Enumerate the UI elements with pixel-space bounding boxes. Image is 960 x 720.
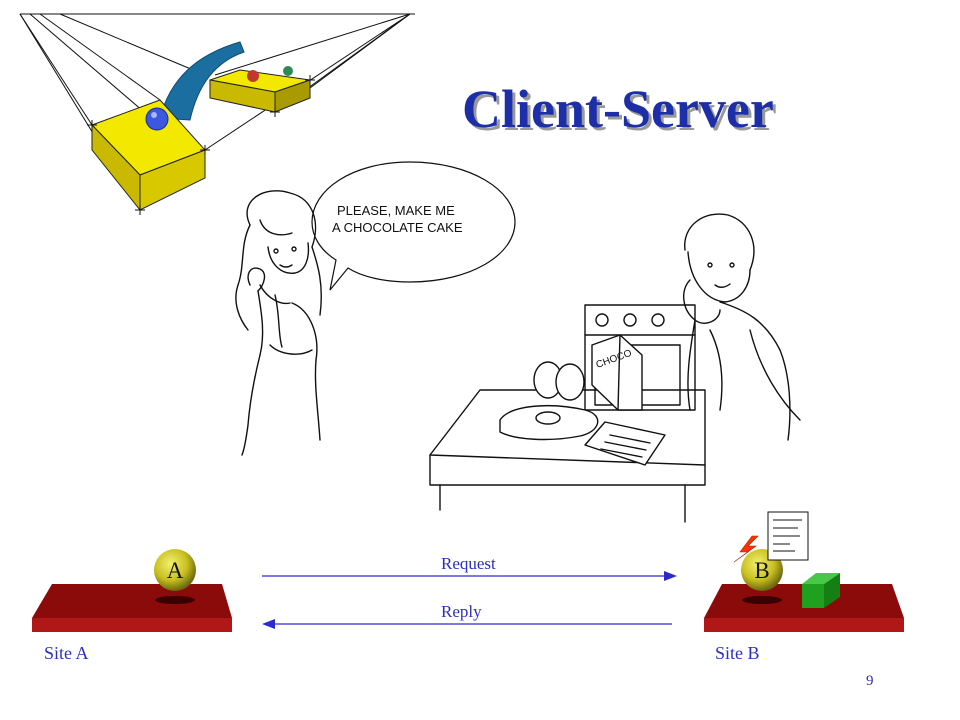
lightning-icon bbox=[733, 535, 759, 563]
request-label: Request bbox=[441, 554, 496, 573]
node-b-letter: B bbox=[754, 558, 769, 583]
node-a-letter: A bbox=[167, 558, 184, 583]
document-icon bbox=[767, 511, 809, 561]
site-a-platform bbox=[32, 584, 232, 632]
page-title: Client-Server bbox=[462, 79, 774, 139]
green-cube-icon bbox=[802, 573, 840, 608]
woman-on-phone-illustration bbox=[235, 190, 322, 456]
site-b-label: Site B bbox=[715, 643, 760, 663]
request-arrow bbox=[262, 571, 677, 581]
node-a: A bbox=[154, 549, 196, 591]
reply-arrow bbox=[262, 619, 672, 629]
speech-bubble bbox=[311, 161, 516, 291]
reply-label: Reply bbox=[441, 602, 482, 621]
client-server-diagram: A B bbox=[32, 511, 904, 632]
kitchen-scene-illustration: CHOCO bbox=[429, 213, 801, 523]
speech-line-1: PLEASE, MAKE ME bbox=[337, 203, 455, 218]
site-a-label: Site A bbox=[44, 643, 89, 663]
logo-graphic bbox=[19, 13, 415, 215]
page-number: 9 bbox=[866, 673, 874, 689]
speech-line-2: A CHOCOLATE CAKE bbox=[332, 220, 463, 235]
